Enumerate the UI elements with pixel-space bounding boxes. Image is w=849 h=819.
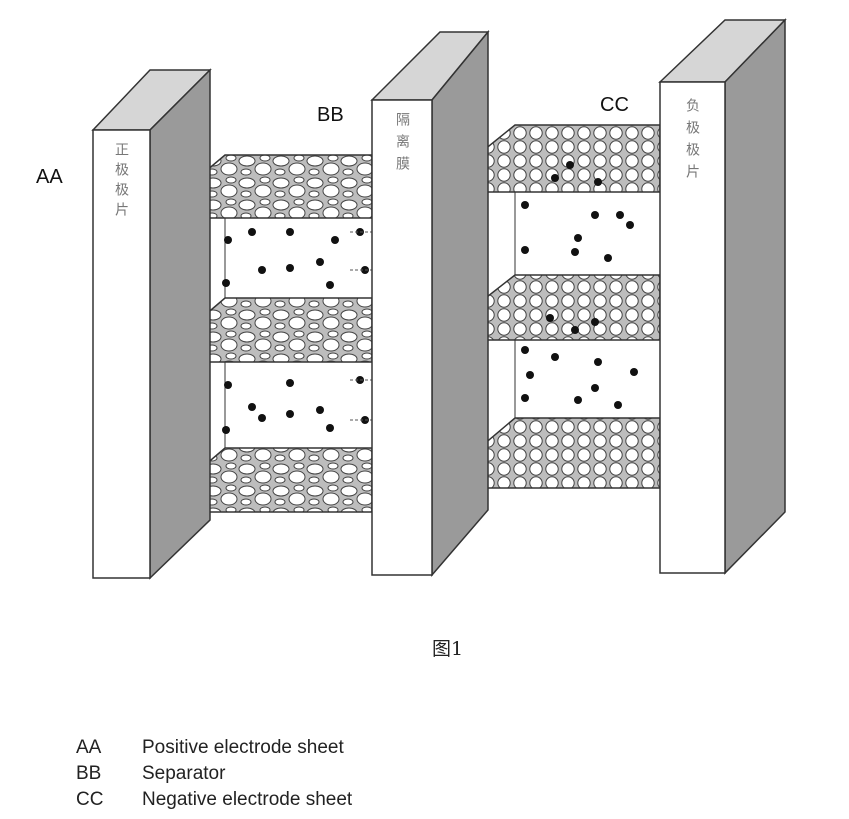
ion-dot	[526, 371, 534, 379]
ion-dot	[521, 394, 529, 402]
legend-row-cc: CCNegative electrode sheet	[76, 787, 352, 813]
ion-dot	[258, 266, 266, 274]
ion-dot	[222, 426, 230, 434]
ion-dot	[326, 281, 334, 289]
label-bb: BB	[317, 104, 344, 127]
ion-dot	[258, 414, 266, 422]
ion-dot	[224, 236, 232, 244]
ion-dot	[614, 401, 622, 409]
label-aa: AA	[36, 166, 63, 189]
ion-dot	[616, 211, 624, 219]
battery-structure-diagram: 正极极片 隔离膜 负极极片	[0, 0, 849, 600]
ion-dot	[316, 406, 324, 414]
ion-dot	[591, 211, 599, 219]
ion-dot	[224, 381, 232, 389]
figure-caption: 图1	[432, 634, 463, 661]
legend-text: Separator	[142, 763, 225, 784]
ion-dot	[316, 258, 324, 266]
ion-dot	[574, 234, 582, 242]
legend-code: CC	[76, 787, 142, 813]
ion-dot	[286, 228, 294, 236]
ion-dot	[286, 264, 294, 272]
ion-dot	[604, 254, 612, 262]
ion-dot	[222, 279, 230, 287]
positive-plate-text: 正极极片	[113, 142, 129, 222]
ion-dot	[331, 236, 339, 244]
ion-dot	[546, 314, 554, 322]
ion-dot	[591, 318, 599, 326]
separator-plate-text: 隔离膜	[394, 112, 410, 178]
ion-dot	[551, 353, 559, 361]
ion-dot	[591, 384, 599, 392]
legend-row-aa: AAPositive electrode sheet	[76, 735, 352, 761]
legend-text: Negative electrode sheet	[142, 789, 352, 810]
legend: AAPositive electrode sheet BBSeparator C…	[76, 735, 352, 813]
ion-dot	[326, 424, 334, 432]
ion-dot	[248, 228, 256, 236]
ion-dot	[286, 379, 294, 387]
ion-dot	[521, 201, 529, 209]
ion-dot	[286, 410, 294, 418]
negative-plate-text: 负极极片	[684, 98, 700, 186]
ion-dot	[574, 396, 582, 404]
ion-dot	[521, 346, 529, 354]
ion-dot	[248, 403, 256, 411]
legend-code: BB	[76, 761, 142, 787]
ion-dot	[630, 368, 638, 376]
ion-dot	[571, 326, 579, 334]
ion-dot	[571, 248, 579, 256]
ion-dot	[521, 246, 529, 254]
separator-plate	[372, 32, 488, 575]
ion-dot	[626, 221, 634, 229]
legend-text: Positive electrode sheet	[142, 737, 344, 758]
ion-dot	[551, 174, 559, 182]
ion-dot	[566, 161, 574, 169]
legend-code: AA	[76, 735, 142, 761]
label-cc: CC	[600, 94, 629, 117]
legend-row-bb: BBSeparator	[76, 761, 352, 787]
negative-electrode-plate	[660, 20, 785, 573]
positive-electrode-plate	[93, 70, 210, 578]
ion-dot	[594, 358, 602, 366]
ion-dot	[594, 178, 602, 186]
